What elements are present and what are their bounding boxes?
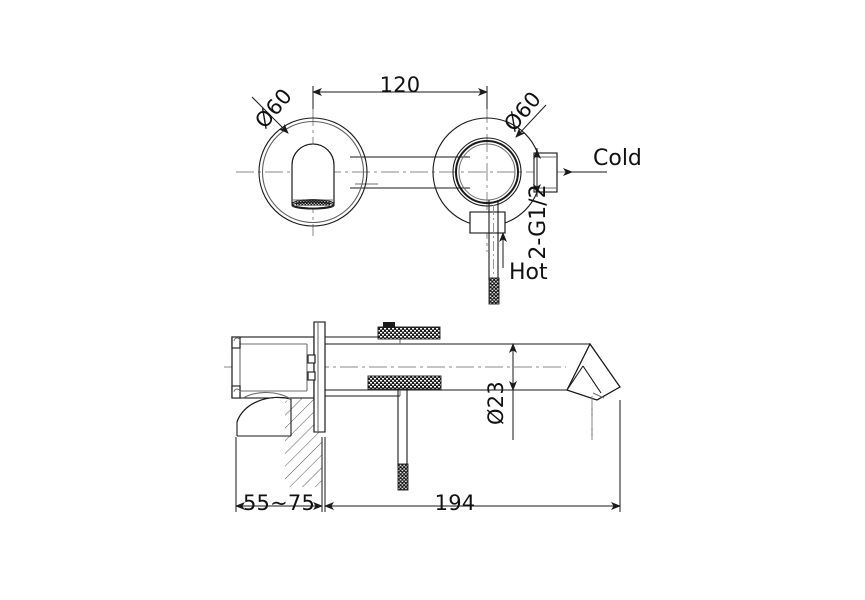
valve-body-cartridge (231, 336, 315, 399)
spout-outlet-end (566, 342, 621, 440)
hot-supply-tube (488, 200, 500, 305)
dimension-120 (312, 86, 488, 109)
side-section-view (224, 321, 621, 512)
dimension-label-right-dia60: Ø60 (499, 87, 546, 136)
leader-left-dia60 (251, 96, 289, 134)
leader-right-dia60 (515, 104, 547, 138)
dimension-label-dia23: Ø23 (484, 381, 508, 425)
wall-hatch (285, 398, 322, 487)
dimension-194 (324, 400, 621, 512)
front-elevation-view (236, 86, 607, 305)
hot-inlet-stub (469, 211, 506, 234)
label-hot: Hot (509, 260, 548, 285)
dimension-label-55-75: 55~75 (243, 491, 315, 515)
knurl-band-lower (367, 375, 442, 390)
dimension-label-left-dia60: Ø60 (250, 84, 297, 133)
knurl-band-upper (377, 322, 441, 340)
label-thread-g12: 2-G1/2 (526, 184, 551, 259)
wall-flange-plate (307, 321, 326, 433)
drop-tube-side (397, 389, 409, 491)
dimension-label-194: 194 (435, 491, 476, 515)
handle-dome-side (236, 391, 292, 437)
left-handle-lever (291, 143, 335, 210)
left-escutcheon (258, 117, 368, 227)
dimension-label-120: 120 (380, 73, 421, 97)
label-cold: Cold (593, 146, 642, 171)
front-body-bar (350, 156, 470, 189)
dimension-55-75 (235, 437, 323, 512)
